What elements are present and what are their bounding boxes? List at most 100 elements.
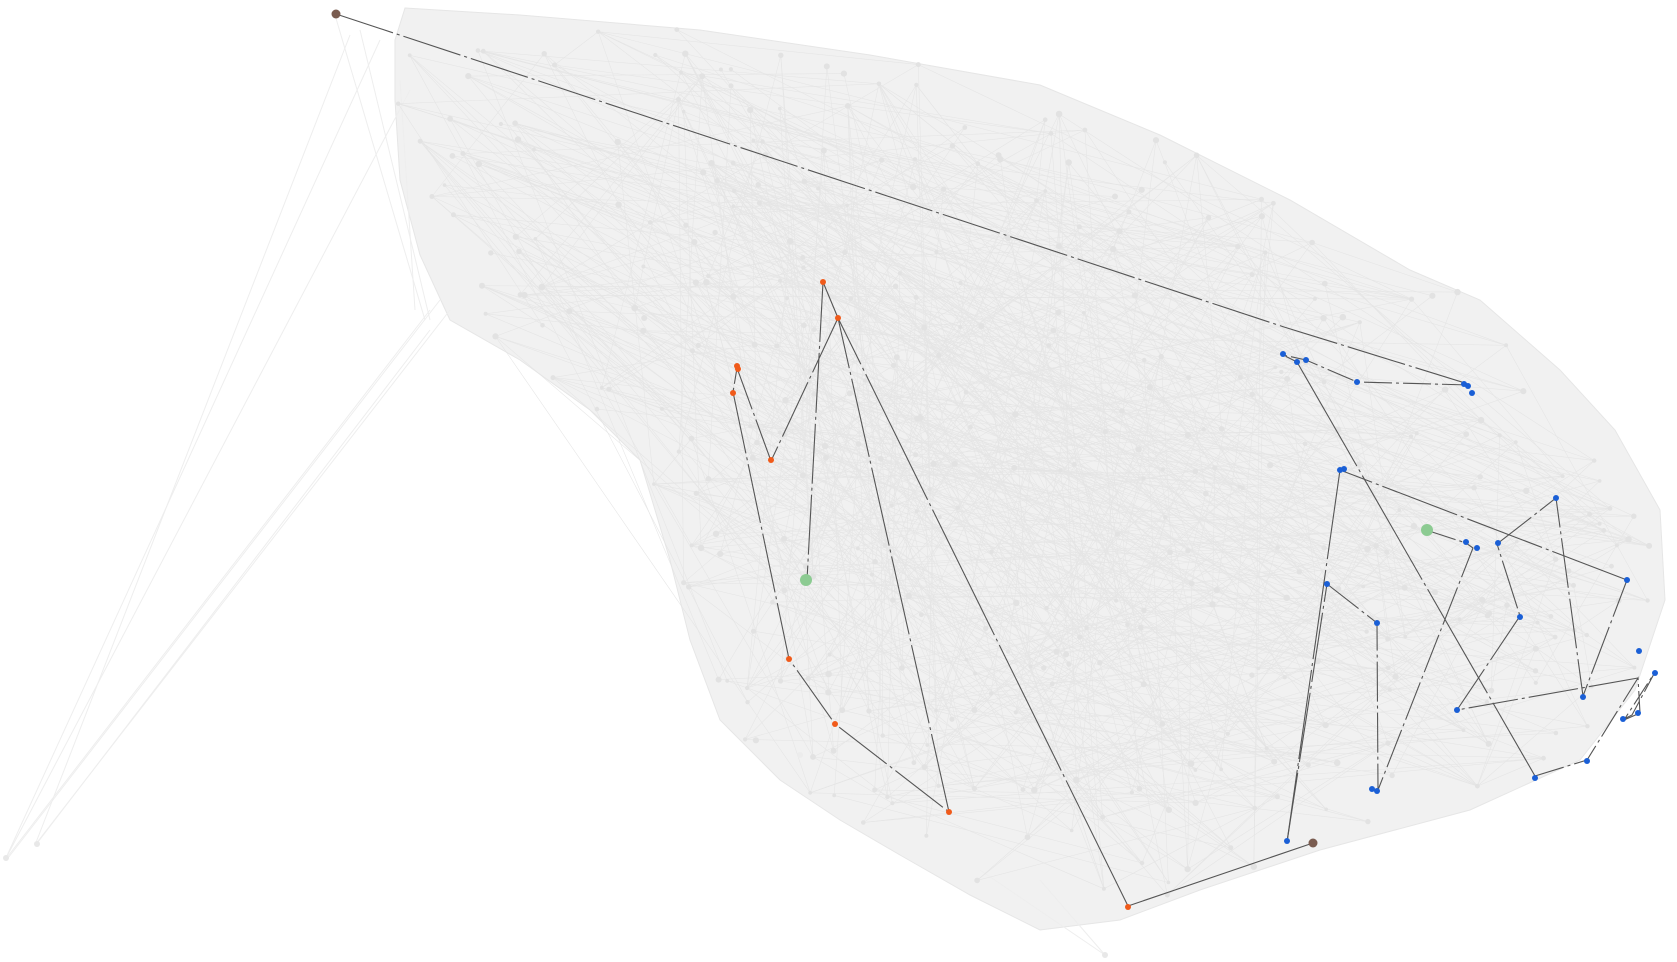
background-node <box>872 558 878 565</box>
background-edge <box>733 206 1171 553</box>
node-orange[interactable] <box>832 721 838 727</box>
background-edge <box>1045 190 1552 617</box>
background-node <box>1284 375 1291 382</box>
background-edge <box>1443 389 1629 540</box>
background-edge <box>1167 599 1483 896</box>
background-edge <box>1076 667 1389 781</box>
background-node <box>1005 649 1011 654</box>
node-brown[interactable] <box>331 9 341 19</box>
node-blue[interactable] <box>1620 716 1626 722</box>
background-edge <box>750 425 1300 573</box>
background-edge <box>1138 449 1318 662</box>
node-orange[interactable] <box>730 390 736 396</box>
node-blue[interactable] <box>1463 539 1469 545</box>
background-edge <box>1165 517 1326 726</box>
node-blue[interactable] <box>1584 758 1590 764</box>
node-blue[interactable] <box>1465 383 1471 389</box>
node-blue[interactable] <box>1469 390 1475 396</box>
background-node <box>1513 440 1518 444</box>
background-edge <box>752 393 850 459</box>
background-edge <box>908 595 1483 601</box>
background-node <box>855 441 862 447</box>
node-blue[interactable] <box>1652 670 1658 676</box>
node-blue[interactable] <box>1495 540 1501 546</box>
background-edge <box>708 471 1196 480</box>
background-node <box>911 760 917 766</box>
background-node <box>745 685 750 691</box>
background-edge <box>1046 242 1313 609</box>
node-blue[interactable] <box>1517 614 1523 620</box>
background-node <box>905 592 912 600</box>
background-edge <box>1443 389 1556 560</box>
node-blue[interactable] <box>1474 545 1480 551</box>
background-edge <box>1076 779 1254 867</box>
node-blue[interactable] <box>1532 775 1538 781</box>
node-blue[interactable] <box>1636 648 1642 654</box>
node-blue[interactable] <box>1280 351 1286 357</box>
background-node <box>845 203 849 208</box>
node-blue[interactable] <box>1369 786 1375 792</box>
node-orange[interactable] <box>735 366 741 372</box>
node-blue[interactable] <box>1303 357 1309 363</box>
background-node <box>674 27 680 32</box>
background-edge <box>706 282 1318 662</box>
background-edge <box>617 141 1388 640</box>
node-blue[interactable] <box>1324 581 1330 587</box>
background-edge <box>1266 530 1604 749</box>
node-orange[interactable] <box>1125 904 1131 910</box>
node-blue[interactable] <box>1374 788 1380 794</box>
background-edge <box>1473 487 1588 727</box>
background-node <box>1116 228 1123 235</box>
node-orange[interactable] <box>786 656 792 662</box>
background-node <box>631 304 638 312</box>
background-node <box>927 487 932 492</box>
node-green[interactable] <box>1421 524 1433 536</box>
background-edge <box>1270 464 1600 525</box>
highlighted-nodes <box>331 9 1658 910</box>
background-node <box>778 52 784 58</box>
background-node <box>816 186 821 191</box>
background-node <box>1218 426 1225 432</box>
background-edge <box>1119 231 1405 588</box>
background-node <box>1389 772 1395 779</box>
node-blue[interactable] <box>1354 379 1360 385</box>
background-edge <box>752 457 1278 797</box>
node-blue[interactable] <box>1374 620 1380 626</box>
node-blue[interactable] <box>1635 710 1641 716</box>
node-blue[interactable] <box>1284 838 1290 844</box>
background-edge <box>1281 371 1524 392</box>
background-node <box>1185 548 1191 554</box>
node-brown[interactable] <box>1308 838 1318 848</box>
node-blue[interactable] <box>1580 694 1586 700</box>
node-blue[interactable] <box>1294 359 1300 365</box>
node-blue[interactable] <box>1341 466 1347 472</box>
background-edge <box>495 336 881 459</box>
node-orange[interactable] <box>835 315 841 321</box>
background-edge <box>899 273 1267 749</box>
background-node <box>810 754 816 760</box>
node-orange[interactable] <box>768 457 774 463</box>
node-orange[interactable] <box>946 809 952 815</box>
node-blue[interactable] <box>1624 577 1630 583</box>
node-blue[interactable] <box>1553 495 1559 501</box>
background-node <box>714 178 720 184</box>
background-node <box>1520 388 1527 395</box>
node-blue[interactable] <box>1454 707 1460 713</box>
background-node <box>1065 159 1072 166</box>
background-edge <box>685 53 791 242</box>
background-edge <box>708 478 1648 601</box>
background-node <box>989 549 994 555</box>
background-edge <box>804 579 814 757</box>
background-node <box>1225 731 1230 736</box>
background-node <box>1488 687 1495 694</box>
background-node <box>1429 292 1436 299</box>
background-edge <box>477 50 766 156</box>
background-edge <box>887 486 1240 798</box>
background-edge <box>943 188 1635 668</box>
node-orange[interactable] <box>820 279 826 285</box>
background-node <box>921 764 928 770</box>
background-edge <box>1167 742 1389 896</box>
background-edge <box>468 73 844 77</box>
background-edge <box>891 415 921 506</box>
node-green[interactable] <box>800 574 812 586</box>
